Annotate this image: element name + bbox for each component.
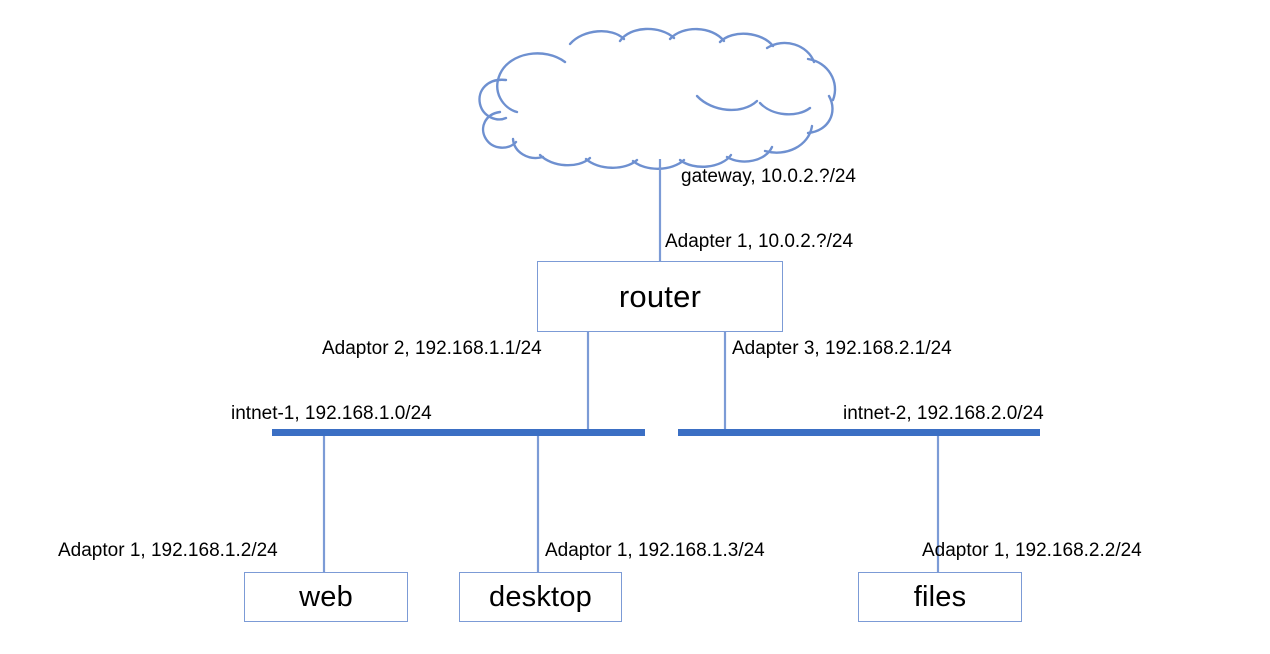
bus-bar-intnet1 [272,429,645,436]
label-router-adapter3: Adapter 3, 192.168.2.1/24 [732,338,952,359]
label-intnet2: intnet-2, 192.168.2.0/24 [843,403,1044,424]
node-web-label: web [299,580,353,613]
node-router-label: router [618,279,702,314]
node-files-label: files [913,580,967,613]
node-desktop-label: desktop [489,580,592,613]
node-web[interactable]: web [244,572,408,622]
node-desktop[interactable]: desktop [459,572,622,622]
bus-bar-intnet2 [678,429,1040,436]
node-router[interactable]: router [537,261,783,332]
label-gateway: gateway, 10.0.2.?/24 [681,166,856,187]
label-router-adaptor2: Adaptor 2, 192.168.1.1/24 [322,338,542,359]
label-router-adapter1: Adapter 1, 10.0.2.?/24 [665,231,854,252]
label-intnet1: intnet-1, 192.168.1.0/24 [231,403,432,424]
cloud-icon [478,27,837,170]
label-web-adaptor1: Adaptor 1, 192.168.1.2/24 [58,540,278,561]
node-files[interactable]: files [858,572,1022,622]
label-desktop-adaptor1: Adaptor 1, 192.168.1.3/24 [545,540,765,561]
label-files-adaptor1: Adaptor 1, 192.168.2.2/24 [922,540,1142,561]
